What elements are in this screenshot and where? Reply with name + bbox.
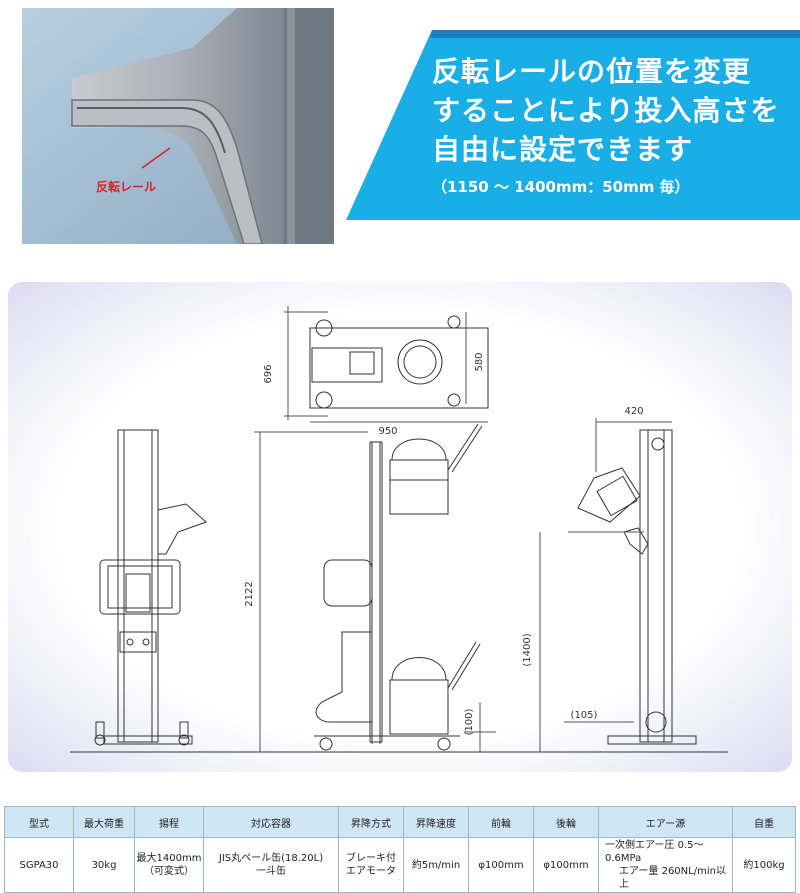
header-rear-wheel: 後輪 [533,806,599,838]
cell-speed: 約5m/min [403,837,469,893]
photo-illustration [22,8,334,244]
drawing-svg: 696 580 950 420 2122 (1400) (100) (105) [70,306,728,753]
cell-method: ブレーキ付 エアモータ [338,837,404,893]
cell-lift: 最大1400mm （可変式） [134,837,204,893]
cell-lift-line-1: 最大1400mm [136,853,202,864]
header-lift: 揚程 [134,806,204,838]
dim-950: 950 [378,426,397,437]
header-lift-speed: 昇降速度 [403,806,469,838]
dim-1400: (1400) [522,633,533,666]
header-container: 対応容器 [203,806,339,838]
cell-front-wheel: φ100mm [468,837,534,893]
dim-100: (100) [464,708,475,735]
cell-model: SGPA30 [4,837,74,893]
header-max-load: 最大荷重 [73,806,135,838]
header-front-wheel: 前輪 [468,806,534,838]
reversing-rail-photo: 反転レール [22,8,334,244]
cell-weight: 約100kg [732,837,796,893]
headline-banner [346,30,800,220]
cell-method-line-2: エアモータ [346,866,396,877]
headline-line-2: することにより投入高さを [432,94,780,127]
cell-air-line-2: エアー量 260NL/min以上 [619,866,726,890]
headline: 反転レールの位置を変更 することにより投入高さを 自由に設定できます [432,52,779,169]
header-lift-method: 昇降方式 [338,806,404,838]
headline-line-1: 反転レールの位置を変更 [432,55,752,88]
reversing-rail-label: 反転レール [96,180,157,194]
technical-drawing: 696 580 950 420 2122 (1400) (100) (105) [8,282,792,772]
header-air-source: エアー源 [598,806,733,838]
cell-container: JIS丸ペール缶(18.20L) 一斗缶 [203,837,339,893]
dim-696: 696 [263,364,274,383]
header-model: 型式 [4,806,74,838]
cell-method-line-1: ブレーキ付 [346,853,396,864]
spec-row: SGPA30 30kg 最大1400mm （可変式） JIS丸ペール缶(18.2… [4,837,796,893]
cell-container-line-1: JIS丸ペール缶(18.20L) [218,853,324,864]
cell-load: 30kg [73,837,135,893]
cell-lift-line-2: （可変式） [144,866,194,877]
headline-range: （1150 ～ 1400mm：50mm 毎） [432,178,690,196]
dim-580: 580 [474,352,485,371]
cell-container-line-2: 一斗缶 [256,866,286,877]
dim-2122: 2122 [244,581,255,606]
dim-105: (105) [571,710,598,721]
cell-rear-wheel: φ100mm [533,837,599,893]
spec-header-row: 型式 最大荷重 揚程 対応容器 昇降方式 昇降速度 前輪 後輪 エアー源 自重 [4,806,796,838]
dim-420: 420 [624,406,643,417]
header-weight: 自重 [732,806,796,838]
cell-air: 一次側エアー圧 0.5～0.6MPa エアー量 260NL/min以上 [598,837,733,893]
headline-line-3: 自由に設定できます [432,133,694,166]
spec-table: 型式 最大荷重 揚程 対応容器 昇降方式 昇降速度 前輪 後輪 エアー源 自重 … [4,806,796,893]
cell-air-line-1: 一次側エアー圧 0.5～0.6MPa [605,840,704,864]
